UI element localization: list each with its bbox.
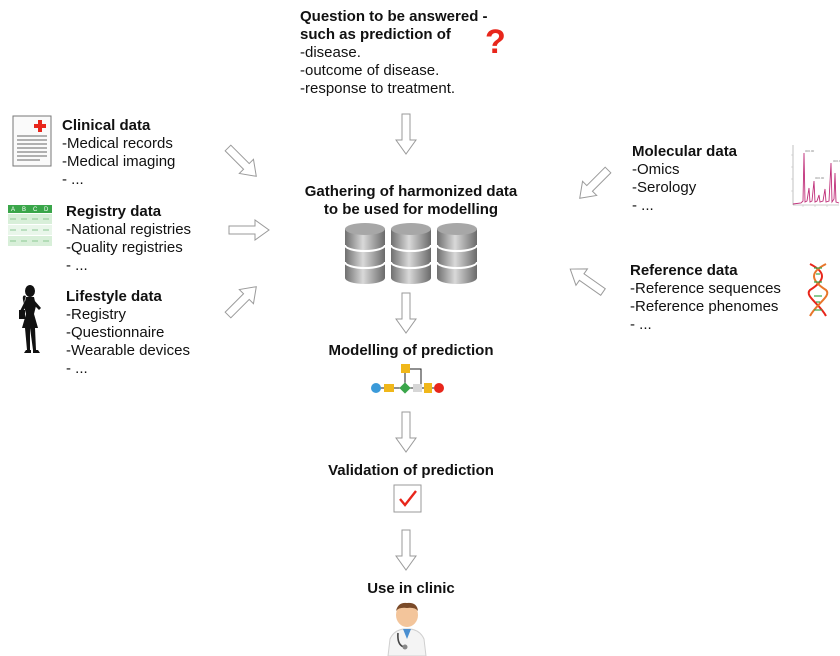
svg-text:000.00: 000.00 — [815, 176, 825, 180]
clinical-data-block: Clinical data -Medical records -Medical … — [62, 117, 175, 189]
arrow-question-to-gathering — [395, 113, 417, 155]
lifestyle-data-block: Lifestyle data -Registry -Questionnaire … — [66, 288, 190, 378]
database-cylinder — [390, 223, 432, 284]
database-cylinder — [344, 223, 386, 284]
registry-data-block: Registry data -National registries -Qual… — [66, 203, 191, 275]
registry-item: -Quality registries — [66, 239, 183, 256]
doctor-icon — [387, 602, 427, 656]
question-item-response: -response to treatment. — [300, 80, 456, 97]
lifestyle-data-title: Lifestyle data — [66, 288, 162, 305]
lifestyle-item: - ... — [66, 360, 88, 377]
question-title-line2: such as prediction of — [300, 26, 451, 43]
question-item-disease: -disease. — [300, 44, 361, 61]
document-icon — [12, 115, 52, 167]
reference-item: - ... — [630, 316, 652, 333]
arrow-validation-to-clinic — [395, 529, 417, 571]
spectrum-icon: 000.00 000.00 000.00 — [791, 145, 840, 207]
question-title-line1: Question to be answered - — [300, 8, 488, 25]
arrow-gathering-to-modelling — [395, 292, 417, 334]
molecular-data-title: Molecular data — [632, 143, 738, 160]
database-icon — [344, 223, 478, 284]
svg-text:000.00: 000.00 — [833, 159, 840, 163]
svg-text:000.00: 000.00 — [805, 149, 815, 153]
reference-data-block: Reference data -Reference sequences -Ref… — [630, 262, 781, 334]
clinical-item: -Medical imaging — [62, 153, 176, 170]
table-header-cell: B — [22, 207, 26, 213]
woman-silhouette-icon — [19, 285, 41, 353]
lifestyle-item: -Questionnaire — [66, 324, 165, 341]
table-header-cell: D — [44, 207, 49, 213]
table-header-cell: A — [11, 207, 15, 213]
arrow-reference-to-gathering — [563, 260, 610, 301]
arrow-registry-to-gathering — [228, 219, 270, 241]
gathering-block: Gathering of harmonized data to be used … — [280, 183, 542, 219]
reference-data-title: Reference data — [630, 262, 738, 279]
clinical-data-title: Clinical data — [62, 117, 151, 134]
lifestyle-item: -Registry — [66, 306, 127, 323]
arrow-lifestyle-to-gathering — [220, 279, 264, 323]
molecular-data-block: Molecular data -Omics -Serology - ... — [632, 143, 737, 215]
lifestyle-item: -Wearable devices — [66, 342, 190, 359]
gathering-title-line1: Gathering of harmonized data — [304, 183, 518, 200]
workflow-icon — [371, 364, 444, 394]
clinical-item: - ... — [62, 171, 84, 188]
question-block: Question to be answered - such as predic… — [300, 8, 488, 98]
arrow-modelling-to-validation — [395, 411, 417, 453]
molecular-item: - ... — [632, 197, 654, 214]
dna-icon — [807, 263, 829, 317]
registry-item: - ... — [66, 257, 88, 274]
spreadsheet-icon: A B C D — [8, 205, 52, 246]
arrow-molecular-to-gathering — [572, 162, 616, 206]
validation-title: Validation of prediction — [328, 462, 494, 479]
question-item-outcome: -outcome of disease. — [300, 62, 440, 79]
clinic-title: Use in clinic — [367, 580, 455, 597]
registry-item: -National registries — [66, 221, 192, 238]
question-mark-icon: ? — [485, 23, 506, 61]
registry-data-title: Registry data — [66, 203, 162, 220]
molecular-item: -Omics — [632, 161, 680, 178]
database-cylinder — [436, 223, 478, 284]
gathering-title-line2: to be used for modelling — [323, 201, 499, 218]
arrow-clinical-to-gathering — [220, 140, 264, 184]
table-header-cell: C — [33, 207, 38, 213]
checkbox-icon — [393, 484, 422, 513]
clinical-item: -Medical records — [62, 135, 173, 152]
reference-item: -Reference sequences — [630, 280, 781, 297]
molecular-item: -Serology — [632, 179, 697, 196]
reference-item: -Reference phenomes — [630, 298, 779, 315]
modelling-title: Modelling of prediction — [328, 342, 494, 359]
